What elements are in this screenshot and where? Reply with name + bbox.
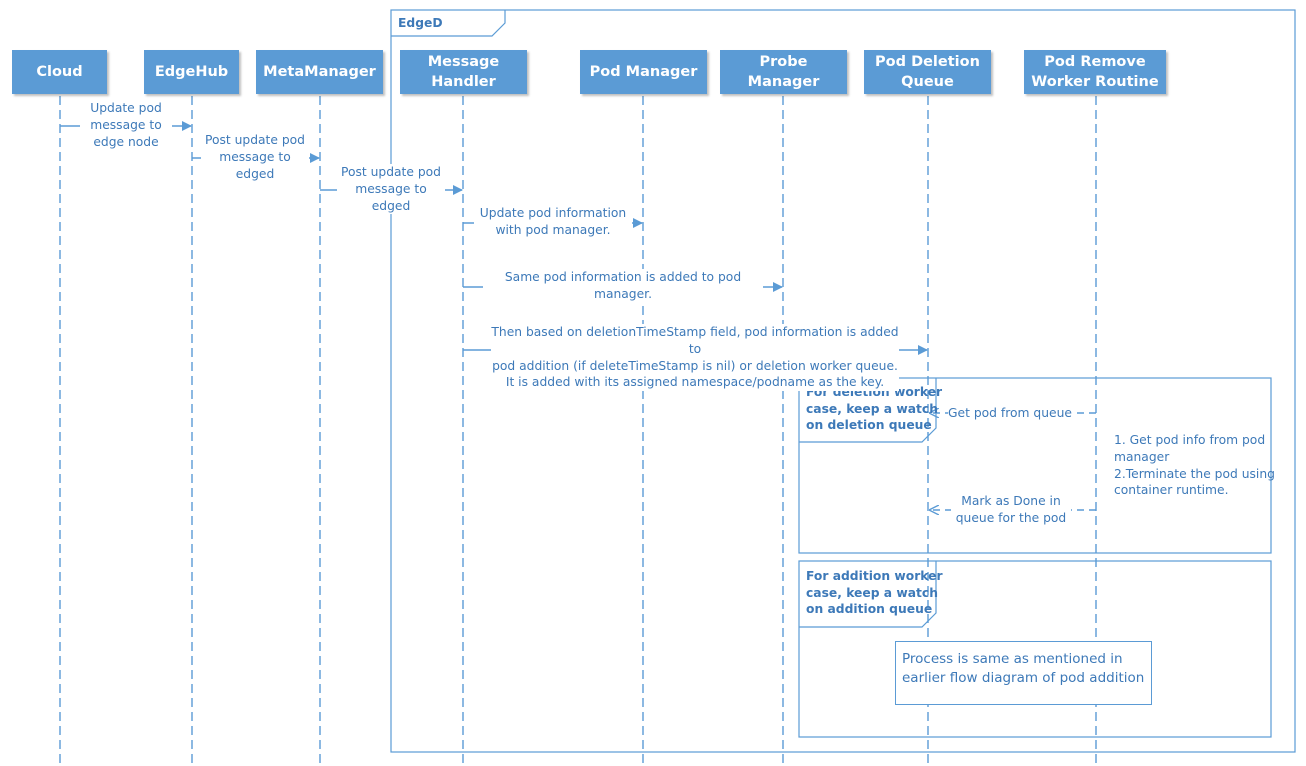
label-handler-to-deletionqueue: Then based on deletionTimeStamp field, p… — [491, 324, 899, 392]
label-cloud-to-edgehub: Update pod message to edge node — [80, 100, 172, 151]
addition-case-fragment — [798, 560, 1272, 738]
label-handler-to-podmanager: Update pod information with pod manager. — [474, 205, 632, 239]
label-worker-mark-done: Mark as Done in queue for the pod — [951, 493, 1071, 527]
actor-cloud: Cloud — [12, 50, 107, 94]
actor-pod-deletion-queue: Pod Deletion Queue — [864, 50, 991, 94]
label-handler-to-probemanager: Same pod information is added to pod man… — [483, 269, 763, 303]
deletion-case-fragment — [798, 377, 1272, 554]
actor-message-handler: Message Handler — [400, 50, 527, 94]
actor-edgehub: EdgeHub — [144, 50, 239, 94]
label-edgehub-to-metamanager: Post update pod message to edged — [201, 132, 309, 183]
addition-case-title: For addition worker case, keep a watch o… — [806, 569, 943, 616]
deletion-case-title: For deletion worker case, keep a watch o… — [806, 385, 943, 432]
label-metamanager-to-handler: Post update pod message to edged — [337, 164, 445, 215]
actor-metamanager: MetaManager — [256, 50, 383, 94]
edged-frame-title: EdgeD — [398, 16, 443, 30]
addition-process-note: Process is same as mentioned in earlier … — [895, 641, 1152, 705]
actor-pod-manager: Pod Manager — [580, 50, 707, 94]
edged-frame — [390, 9, 1296, 753]
actor-pod-remove-worker: Pod Remove Worker Routine — [1024, 50, 1166, 94]
actor-probe-manager: Probe Manager — [720, 50, 847, 94]
label-worker-get-pod: Get pod from queue — [948, 405, 1072, 422]
worker-steps-text: 1. Get pod info from pod manager 2.Termi… — [1114, 433, 1275, 498]
